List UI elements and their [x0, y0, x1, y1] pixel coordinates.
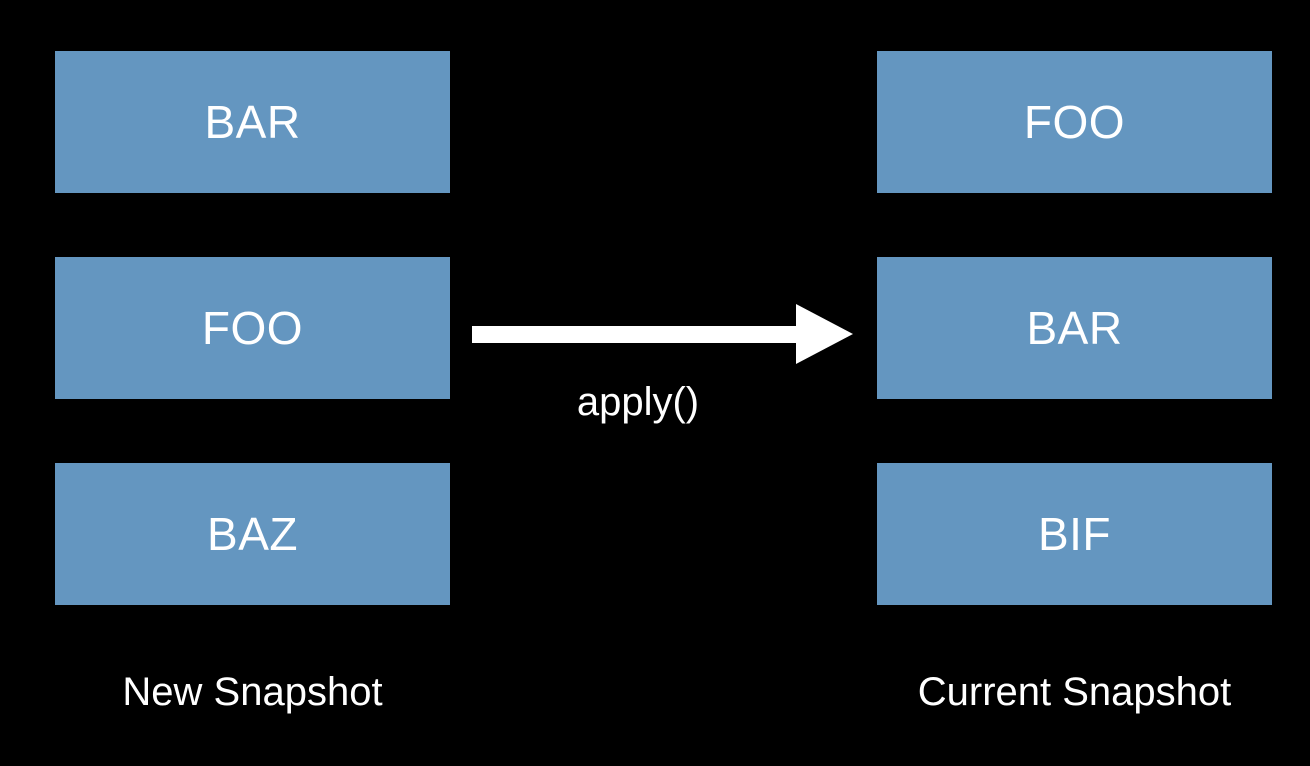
- new-snapshot-box-1-label: FOO: [201, 302, 304, 354]
- new-snapshot-caption: New Snapshot: [122, 670, 383, 714]
- new-snapshot-box-0[interactable]: BAR: [55, 51, 450, 193]
- current-snapshot-box-0[interactable]: FOO: [877, 51, 1272, 193]
- new-snapshot-box-2[interactable]: BAZ: [55, 463, 450, 605]
- current-snapshot-box-1[interactable]: BAR: [877, 257, 1272, 399]
- current-snapshot-box-1-label: BAR: [1026, 302, 1123, 354]
- new-snapshot-box-2-label: BAZ: [207, 508, 298, 560]
- right-arrow-icon: [472, 304, 853, 364]
- current-snapshot-box-2-label: BIF: [1037, 508, 1112, 560]
- current-snapshot-column: FOO BAR BIF: [877, 51, 1272, 605]
- apply-arrow-label: apply(): [576, 380, 700, 424]
- current-snapshot-box-0-label: FOO: [1023, 96, 1126, 148]
- current-snapshot-caption: Current Snapshot: [917, 670, 1232, 714]
- current-snapshot-box-2[interactable]: BIF: [877, 463, 1272, 605]
- new-snapshot-box-0-label: BAR: [204, 96, 301, 148]
- new-snapshot-box-1[interactable]: FOO: [55, 257, 450, 399]
- new-snapshot-column: BAR FOO BAZ: [55, 51, 450, 605]
